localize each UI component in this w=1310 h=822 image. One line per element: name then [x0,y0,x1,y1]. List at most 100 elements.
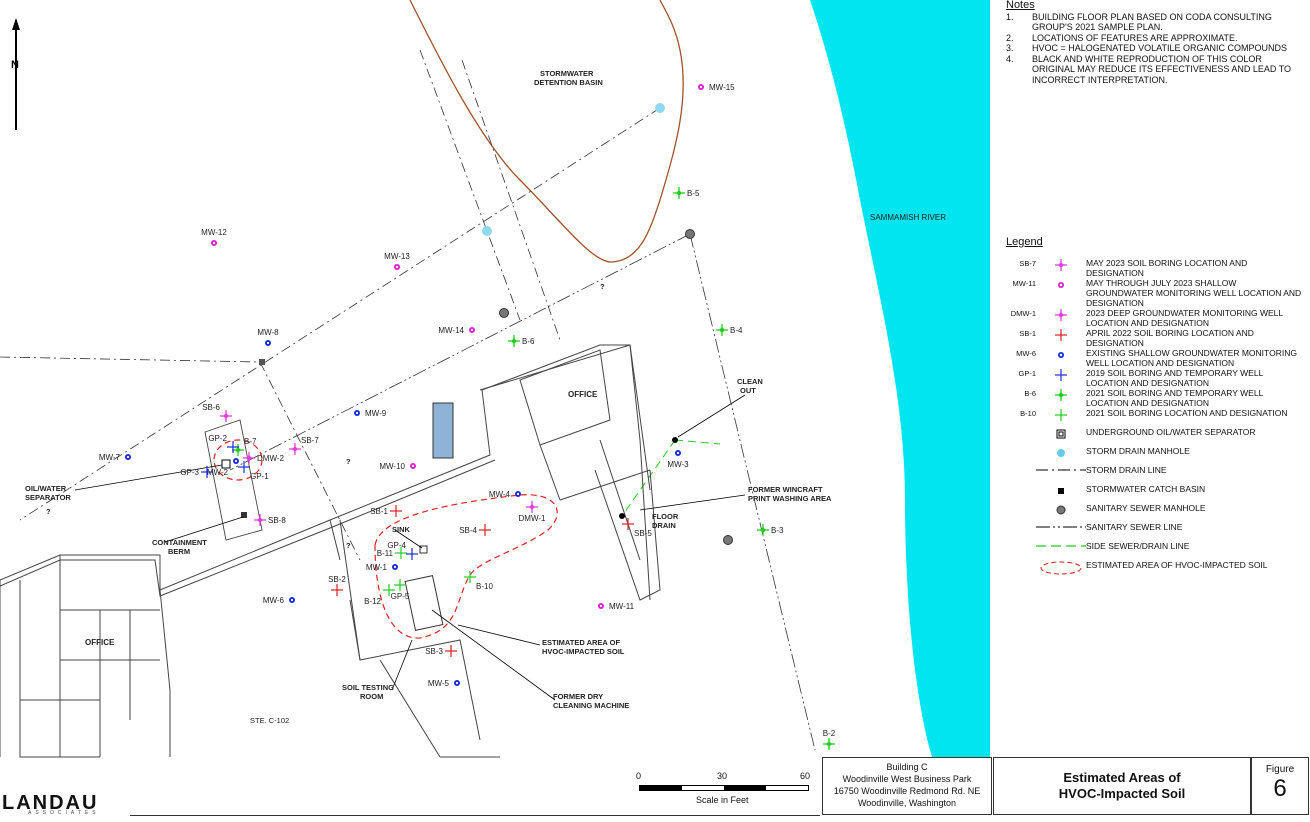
sample-point-sb-5: SB-5 [622,518,652,538]
sanitary-manhole [723,535,733,545]
note-item: 2. LOCATIONS OF FEATURES ARE APPROXIMATE. [1006,33,1306,44]
legend-description: Storm drain manhole [1086,446,1190,456]
svg-text:CLEANING MACHINE: CLEANING MACHINE [553,701,629,710]
legend-description: Side sewer/drain line [1086,541,1190,551]
floor-drain [619,513,625,519]
legend-item: SB-1 April 2022 soil boring location and … [1006,328,1306,348]
legend-item: MW-11 May through July 2023 shallow groun… [1006,278,1306,308]
legend-symbol-icon [1036,541,1086,557]
sample-point-sb-7: SB-7 [289,436,319,455]
sample-point-gp-4: GP-4 [387,541,418,560]
sample-point-mw-10: MW-10 [379,462,416,471]
legend-code: MW-6 [1016,349,1036,358]
sample-point-b-11: B-11 [377,547,407,559]
legend-item: Sanitary sewer line [1006,522,1306,541]
sample-point-b-7: B-7 [232,437,257,456]
legend-symbol-icon [1036,328,1086,344]
note-number: 2. [1006,32,1014,43]
legend-panel: Legend SB-7May 2023 soil boring location… [1006,236,1306,579]
note-text: BLACK AND WHITE REPRODUCTION OF THIS COL… [1032,53,1292,85]
figure-number: 6 [1273,775,1287,802]
storm-manhole [655,103,665,113]
callout-labels: CLEAN OUT FORMER WINCRAFT PRINT WASHING … [25,282,832,725]
legend-description: April 2022 soil boring location and desi… [1086,328,1254,348]
svg-text:?: ? [46,507,51,516]
sanitary-manhole [685,229,695,239]
svg-text:HVOC-IMPACTED SOIL: HVOC-IMPACTED SOIL [542,647,625,656]
legend-code [1006,541,1036,542]
sample-point-mw-6: MW-6 [263,596,295,605]
figure-title: Estimated Areas of HVOC-Impacted Soil [993,757,1251,815]
project-line-1: Building C [886,762,928,772]
legend-list: SB-7May 2023 soil boring location and de… [1006,258,1306,579]
scale-bar-graphic [639,785,809,791]
storm-manhole [482,226,492,236]
svg-text:CONTAINMENT: CONTAINMENT [152,538,207,547]
legend-code: SB-1 [1019,329,1036,338]
sample-point-label: SB-2 [328,575,346,584]
sample-point-b-5: B-5 [673,187,700,199]
legend-description: 2023 deep groundwater monitoring well lo… [1086,308,1283,328]
legend-item: Underground oil/water separator [1006,427,1306,446]
sample-point-label: MW-3 [667,460,689,469]
note-text: LOCATIONS OF FEATURES ARE APPROXIMATE. [1032,32,1238,43]
svg-text:FORMER DRY: FORMER DRY [553,692,603,701]
legend-symbol-icon [1036,465,1086,481]
sample-point-mw-5: MW-5 [428,679,460,688]
sample-point-dmw-2: DMW-2 [243,452,285,464]
sample-point-label: MW-4 [489,490,511,499]
sample-point-sb-3: SB-3 [425,645,457,657]
clean-out [672,437,678,443]
legend-code: B-6 [1024,389,1036,398]
svg-text:OFFICE: OFFICE [568,390,598,399]
title-rule [130,815,820,816]
sample-point-mw-12: MW-12 [201,228,227,246]
sample-point-gp-1: GP-1 [238,461,269,481]
legend-symbol-icon [1036,308,1086,324]
note-number: 3. [1006,43,1014,53]
sample-point-gp-2: GP-2 [208,434,239,453]
note-item: 4. BLACK AND WHITE REPRODUCTION OF THIS C… [1006,54,1306,86]
legend-description: May through July 2023 shallow groundwate… [1086,278,1302,308]
legend-code: SB-7 [1019,259,1036,268]
svg-text:CLEAN: CLEAN [737,377,763,386]
scale-tick-30: 30 [717,771,728,781]
storm-drain-lines [0,49,661,561]
legend-code [1006,465,1036,466]
sample-point-sb-2: SB-2 [328,575,346,596]
note-number: 4. [1006,53,1014,64]
legend-item: Stormwater catch basin [1006,484,1306,503]
sample-point-label: MW-14 [438,326,464,335]
catch-basin-2 [259,359,265,365]
sample-point-label: MW-1 [366,563,388,572]
oil-water-separator [221,459,231,469]
river-label: SAMMAMISH RIVER [870,213,946,222]
containment-berm [204,419,263,541]
legend-symbol-icon [1036,408,1086,424]
sample-point-label: DMW-1 [519,514,547,523]
svg-text:N: N [11,59,19,71]
sample-point-b-6: B-6 [508,335,535,347]
legend-code: MW-11 [1012,279,1036,288]
svg-text:FLOOR: FLOOR [652,512,679,521]
sample-point-label: GP-3 [180,468,199,477]
sample-point-label: B-11 [377,549,394,558]
side-sewer-lines [621,439,721,517]
legend-code [1006,484,1036,485]
legend-item: MW-6Existing shallow groundwater monitor… [1006,348,1306,368]
note-number: 1. [1006,11,1014,22]
legend-description: Estimated area of HVOC-impacted soil [1086,560,1268,570]
sample-point-b-10: B-10 [464,571,493,591]
svg-text:ESTIMATED AREA OF: ESTIMATED AREA OF [542,638,620,647]
legend-title: Legend [1006,236,1043,248]
sample-point-label: MW-10 [379,462,405,471]
svg-text:?: ? [346,457,351,466]
dry-cleaning-machine [404,575,444,631]
sample-point-gp-3: GP-3 [180,466,213,478]
legend-description: 2021 soil boring and temporary well loca… [1086,388,1263,408]
sample-point-mw-15: MW-15 [698,83,735,92]
sample-point-label: B-5 [687,189,700,198]
legend-item: Estimated area of HVOC-impacted soil [1006,560,1306,579]
